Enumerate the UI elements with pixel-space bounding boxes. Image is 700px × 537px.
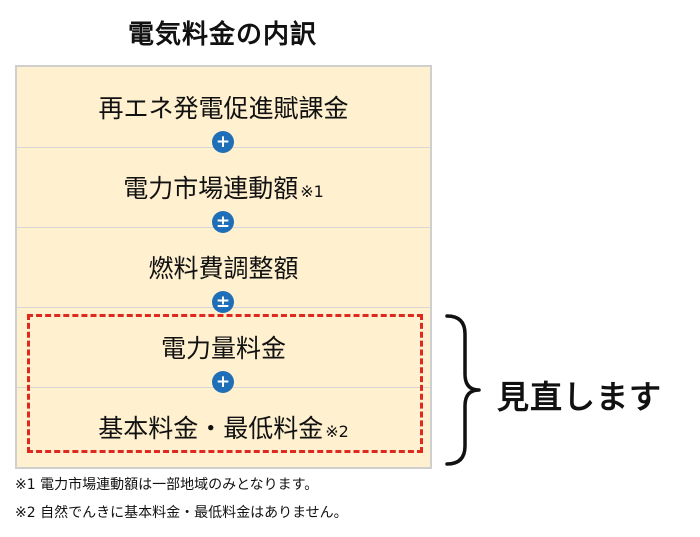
row-label: 燃料費調整額 (148, 254, 299, 283)
plus-icon: + (212, 131, 234, 153)
footnote-1: ※1 電力市場連動額は一部地域のみとなります。 (15, 477, 319, 493)
review-label: 見直します (497, 378, 663, 416)
row-label: 基本料金・最低料金 (98, 414, 324, 443)
row-market-linked-amount: 電力市場連動額 ※1 (17, 147, 430, 227)
plus-minus-icon: ± (212, 291, 234, 313)
row-basic-minimum-charge: 基本料金・最低料金 ※2 (17, 387, 430, 467)
footnote-marker: ※1 (300, 181, 324, 201)
curly-brace-icon (445, 314, 481, 466)
row-label: 再エネ発電促進賦課金 (98, 94, 349, 123)
highlight-box (27, 314, 423, 453)
row-label: 電力市場連動額 (123, 174, 299, 203)
row-label: 電力量料金 (160, 334, 286, 363)
diagram-title: 電気料金の内訳 (127, 20, 317, 50)
plus-minus-icon: ± (212, 211, 234, 233)
plus-icon: + (212, 371, 234, 393)
row-renewable-surcharge: 再エネ発電促進賦課金 (17, 67, 430, 147)
footnote-marker: ※2 (325, 421, 349, 441)
footnote-2: ※2 自然でんきに基本料金・最低料金はありません。 (15, 505, 348, 521)
row-fuel-adjustment: 燃料費調整額 (17, 227, 430, 307)
row-energy-charge: 電力量料金 (17, 307, 430, 387)
